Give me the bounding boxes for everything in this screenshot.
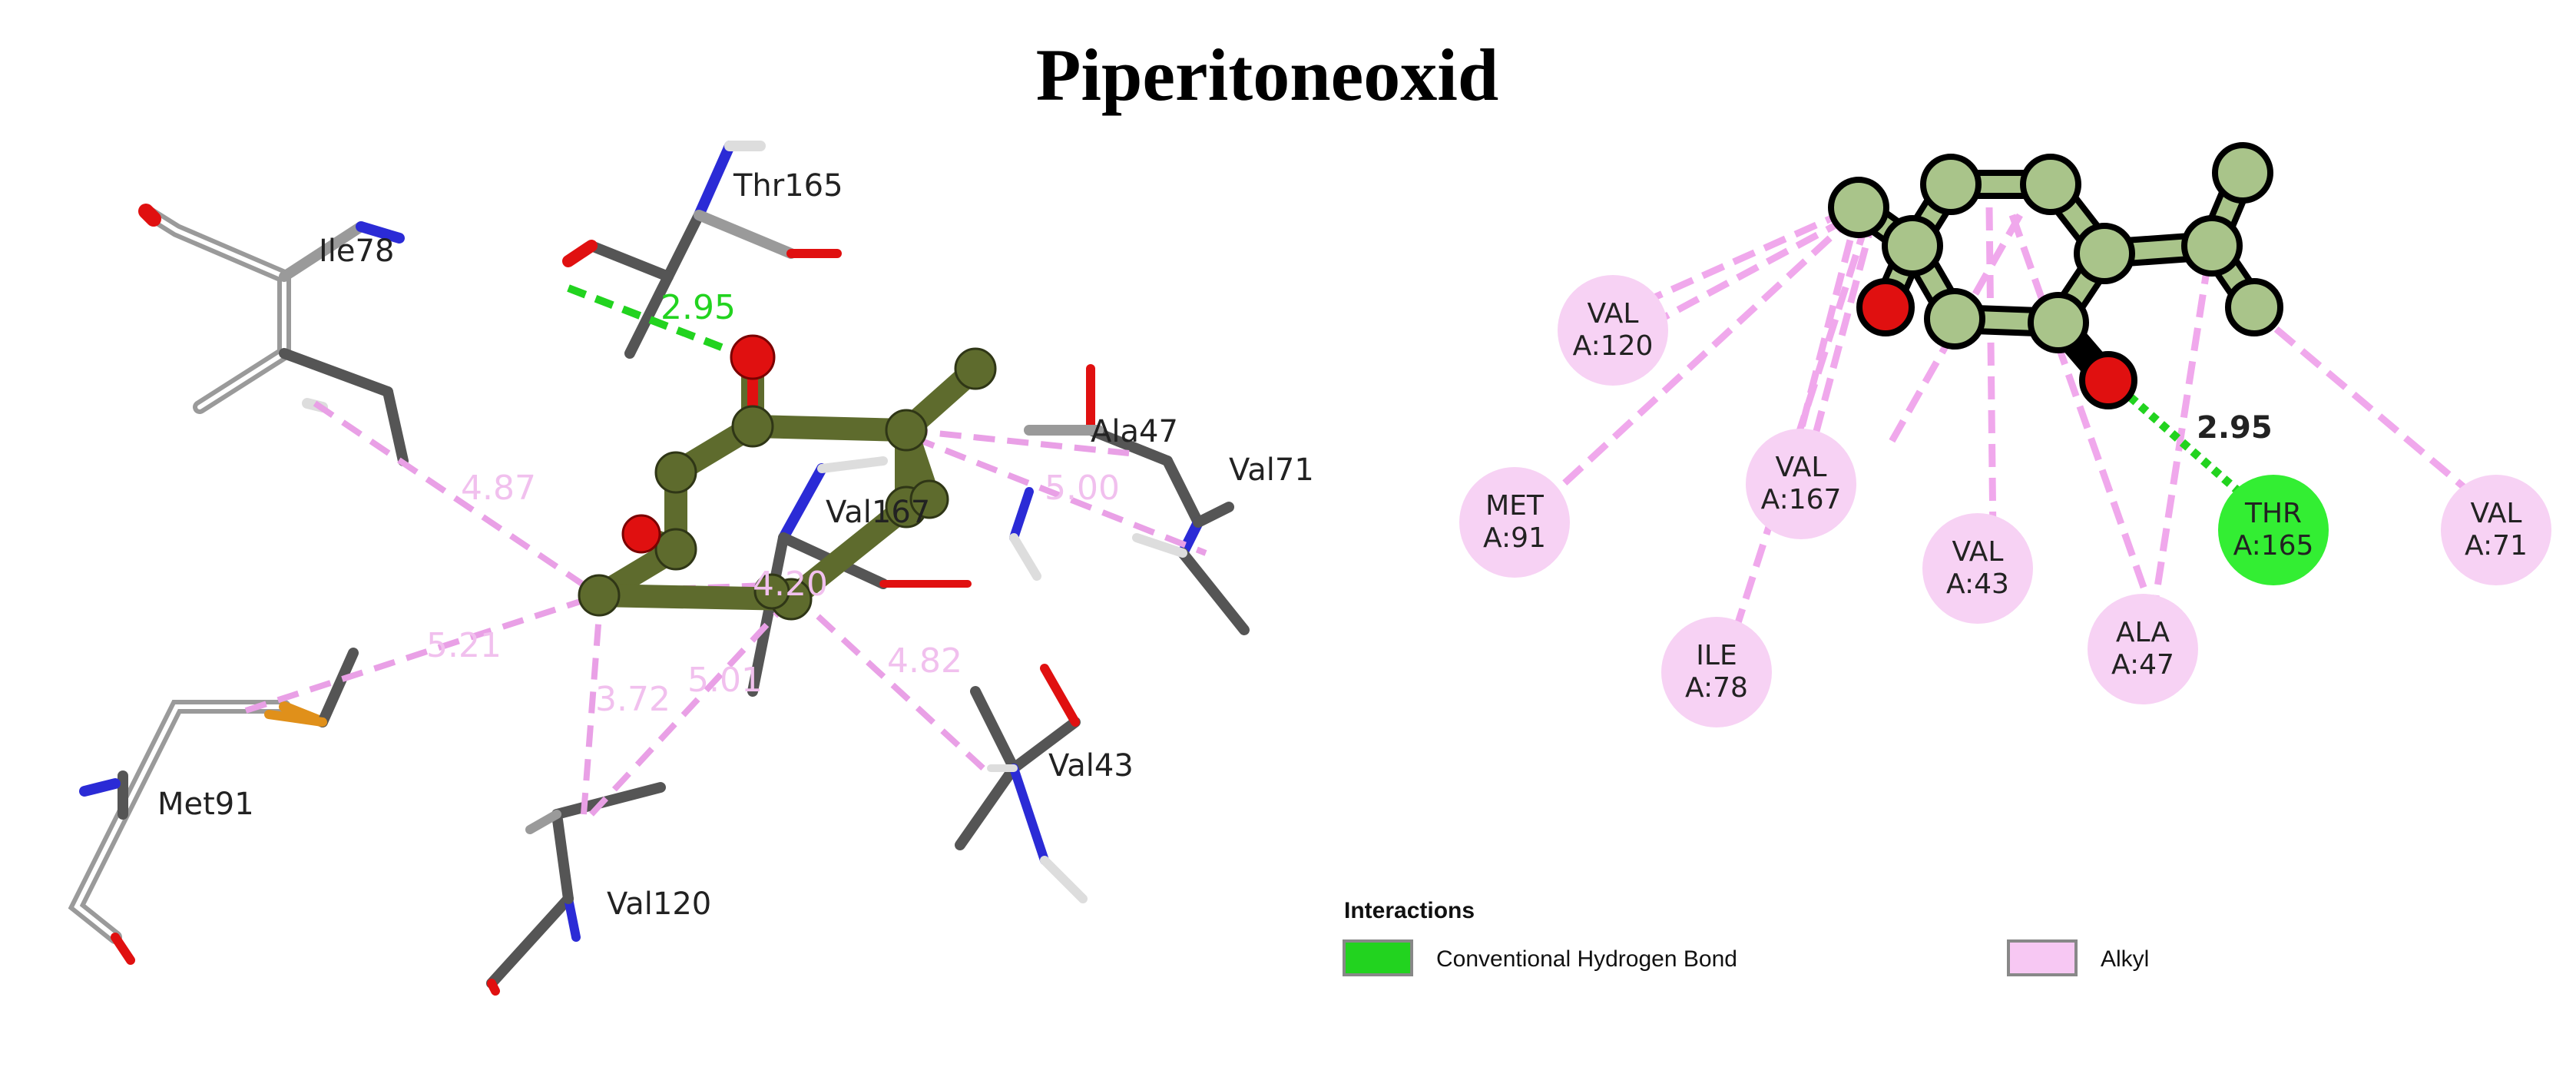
label-ile78-3d: Ile78 <box>319 234 394 269</box>
ligand-2d <box>1828 142 2283 409</box>
stick-val43 <box>955 664 1088 903</box>
stick-val120 <box>486 782 666 996</box>
stick-ile78 <box>138 204 409 466</box>
distance-labels-3d: 2.95 4.87 5.00 5.21 4.82 3.72 5.01 4.20 <box>426 288 1120 719</box>
legend-label-hbond: Conventional Hydrogen Bond <box>1436 946 1737 972</box>
stick-met91 <box>68 648 359 965</box>
svg-text:VAL: VAL <box>1587 298 1638 330</box>
residue-val120: VAL A:120 <box>1558 275 1668 386</box>
residue-val71: VAL A:71 <box>2441 475 2551 585</box>
svg-text:A:71: A:71 <box>2465 530 2528 562</box>
svg-text:A:167: A:167 <box>1761 484 1842 515</box>
svg-text:VAL: VAL <box>1952 536 2003 568</box>
distance-hbond-2d: 2.95 <box>2197 410 2273 446</box>
stick-thr165 <box>562 141 842 359</box>
alkyl-lines-2d <box>1552 206 2472 631</box>
residue-val167: VAL A:167 <box>1746 429 1856 539</box>
stick-ala47-val71 <box>1009 364 1250 635</box>
svg-text:ALA: ALA <box>2116 617 2170 648</box>
label-met91-3d: Met91 <box>157 787 254 822</box>
residue-thr165: THR A:165 <box>2218 475 2329 585</box>
residue-val43: VAL A:43 <box>1922 513 2033 624</box>
svg-text:A:47: A:47 <box>2111 649 2174 681</box>
distance-501: 5.01 <box>687 661 763 700</box>
residues-2d: VAL A:120 MET A:91 VAL A:167 ILE A:78 VA… <box>1459 275 2551 727</box>
label-val120-3d: Val120 <box>607 886 711 922</box>
distance-420: 4.20 <box>753 565 828 604</box>
label-val43-3d: Val43 <box>1048 748 1134 784</box>
legend-title: Interactions <box>1344 898 1475 923</box>
legend-swatch-hbond <box>1343 939 1413 976</box>
figure-title: Piperitoneoxid <box>1036 34 1499 116</box>
alkyl-lines-3d <box>244 400 1207 817</box>
svg-text:A:165: A:165 <box>2233 530 2314 562</box>
svg-text:A:43: A:43 <box>1946 568 2009 600</box>
label-thr165-3d: Thr165 <box>733 168 843 204</box>
svg-text:VAL: VAL <box>1775 452 1826 483</box>
svg-text:A:91: A:91 <box>1483 522 1546 554</box>
residue-labels-3d: Thr165 Ile78 Ala47 Val71 Val167 Met91 Va… <box>157 168 1314 922</box>
interactions-legend: Interactions Conventional Hydrogen Bond … <box>1343 898 2149 976</box>
residue-met91: MET A:91 <box>1459 467 1570 578</box>
panel-2d-view: 2.95 VAL A:120 MET A:91 VAL A:167 ILE A: <box>1343 142 2551 976</box>
distance-487: 4.87 <box>461 469 536 508</box>
svg-text:THR: THR <box>2244 498 2302 529</box>
distance-482: 4.82 <box>887 641 962 681</box>
residue-ala47: ALA A:47 <box>2088 594 2198 704</box>
panel-3d-view: Thr165 Ile78 Ala47 Val71 Val167 Met91 Va… <box>68 141 1314 996</box>
distance-hbond-3d: 2.95 <box>661 288 736 327</box>
hbond-line-3d <box>567 284 739 357</box>
distance-372: 3.72 <box>595 680 670 719</box>
svg-text:MET: MET <box>1485 490 1545 522</box>
ligand-3d <box>578 334 997 621</box>
svg-text:ILE: ILE <box>1696 640 1737 671</box>
label-ala47-3d: Ala47 <box>1091 414 1178 449</box>
label-val167-3d: Val167 <box>826 495 930 530</box>
legend-label-alkyl: Alkyl <box>2101 946 2149 972</box>
svg-text:A:120: A:120 <box>1573 330 1654 362</box>
legend-swatch-alkyl <box>2007 939 2078 976</box>
distance-521: 5.21 <box>426 626 502 665</box>
svg-text:VAL: VAL <box>2470 498 2521 529</box>
svg-text:A:78: A:78 <box>1685 672 1748 704</box>
label-val71-3d: Val71 <box>1229 452 1314 488</box>
distance-500: 5.00 <box>1045 469 1120 508</box>
residue-ile78: ILE A:78 <box>1661 617 1772 727</box>
hbond-line-2d <box>2117 384 2242 495</box>
